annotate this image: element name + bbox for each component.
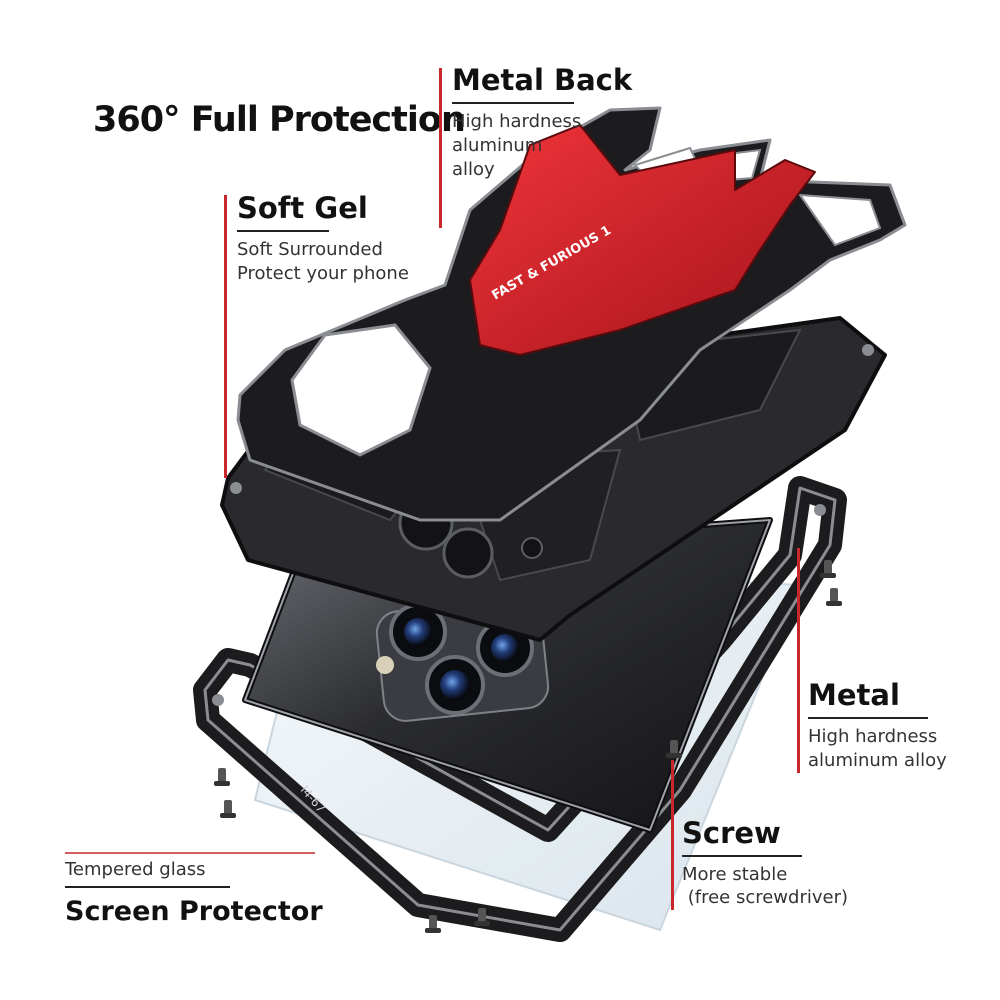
- callout-desc-line: High hardness: [452, 111, 582, 132]
- screw-3: [666, 740, 682, 758]
- callout-desc-line: alloy: [452, 159, 495, 180]
- callout-desc-line: High hardness: [808, 726, 938, 747]
- callout-underline: [682, 855, 802, 857]
- callout-underline: [808, 717, 928, 719]
- soft-gel-pointer-line: [224, 195, 227, 478]
- camera-lens-3: [376, 655, 485, 715]
- callout-desc-line: aluminum alloy: [808, 750, 947, 771]
- callout-metal: Metal High hardness aluminum alloy: [808, 677, 947, 773]
- screw-6: [425, 915, 441, 933]
- callout-desc-line: (free screwdriver): [682, 887, 849, 908]
- screw-1: [820, 560, 836, 578]
- screw-pointer-line: [671, 760, 674, 910]
- screw-4: [214, 768, 230, 786]
- metal-back-pointer-line: [439, 68, 442, 228]
- callout-screen-protector: Tempered glass Screen Protector: [65, 858, 323, 930]
- callout-desc-line: aluminum: [452, 135, 543, 156]
- callout-desc-line: More stable: [682, 864, 788, 885]
- screw-7: [474, 908, 490, 926]
- callout-desc-line: Protect your phone: [237, 263, 409, 284]
- callout-title: Metal Back: [452, 63, 633, 97]
- callout-title: Metal: [808, 678, 900, 712]
- callout-desc-line: Tempered glass: [65, 859, 206, 880]
- callout-underline: [237, 230, 329, 232]
- callout-screw: Screw More stable (free screwdriver): [682, 815, 848, 909]
- callout-underline: [452, 102, 574, 104]
- callout-desc-line: Soft Surrounded: [237, 239, 383, 260]
- callout-title: Soft Gel: [237, 191, 368, 225]
- callout-soft-gel: Soft Gel Soft Surrounded Protect your ph…: [237, 190, 409, 286]
- callout-metal-back: Metal Back High hardness aluminum alloy: [452, 62, 632, 182]
- callout-underline: [65, 886, 230, 888]
- metal-back-plate: FAST & FURIOUS 1: [236, 106, 907, 522]
- screw-2: [826, 588, 842, 606]
- callout-title: Screw: [682, 816, 781, 850]
- screw-5: [220, 800, 236, 818]
- metal-pointer-line: [797, 548, 800, 773]
- callout-title: Screen Protector: [65, 896, 323, 927]
- headline: 360° Full Protection: [93, 100, 466, 140]
